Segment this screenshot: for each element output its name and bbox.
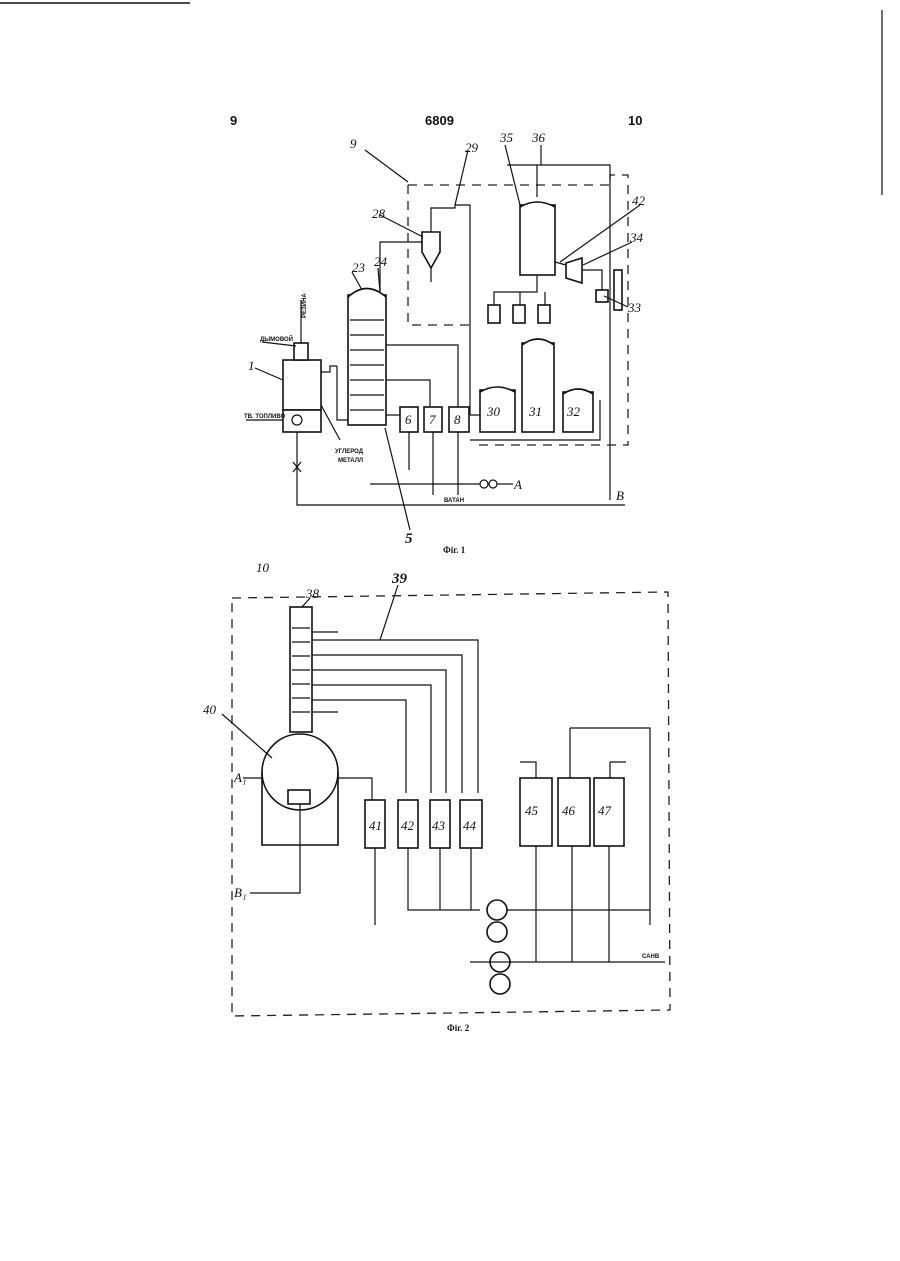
- note-air: ДЫМОВОЙ: [260, 335, 293, 343]
- tank-30-top: [480, 387, 515, 392]
- pump-icon: [487, 922, 507, 942]
- figure-2-caption: Фіг. 2: [447, 1023, 469, 1033]
- figure-2: 10 38 39 40 41 42 43 44 45 46 47 A₁ B₁ С…: [203, 560, 670, 1016]
- label-43: 43: [432, 818, 446, 833]
- pump-icon: [489, 480, 497, 488]
- return-line-b: [297, 432, 625, 505]
- label-10: 10: [256, 560, 270, 575]
- label-32: 32: [566, 404, 581, 419]
- column-feed-line: [337, 366, 348, 420]
- bottoms-line: [338, 778, 372, 800]
- tank-drain-lines: [536, 846, 609, 962]
- note-water: ВАТАН: [444, 498, 464, 504]
- label-39: 39: [391, 571, 408, 587]
- inlet-b1-line: [250, 804, 300, 893]
- label-44: 44: [463, 818, 477, 833]
- tank-32-top: [563, 389, 593, 394]
- gas-bottle: [513, 305, 525, 323]
- label-9: 9: [350, 136, 357, 151]
- label-7: 7: [429, 412, 436, 427]
- label-6: 6: [405, 412, 412, 427]
- pump-icon: [490, 974, 510, 994]
- drum-35-top: [520, 202, 555, 207]
- label-23: 23: [352, 260, 366, 275]
- label-30: 30: [486, 404, 501, 419]
- label-1: 1: [248, 358, 255, 373]
- label-in-a1: A₁: [233, 770, 246, 785]
- separator-drains: [409, 432, 458, 470]
- pump-header-line: [507, 910, 650, 925]
- bottling-manifold: [494, 275, 545, 305]
- label-29: 29: [465, 140, 479, 155]
- label-46: 46: [562, 803, 576, 818]
- note-metal: МЕТАЛЛ: [338, 458, 363, 464]
- compressor-34: [566, 258, 582, 283]
- pump-icon: [487, 900, 507, 920]
- figure-1-caption: Фіг. 1: [443, 545, 465, 555]
- label-42: 42: [632, 193, 646, 208]
- label-out-a: A: [513, 477, 522, 492]
- label-5: 5: [405, 531, 413, 547]
- tank-31-top: [522, 339, 554, 345]
- label-35: 35: [499, 130, 514, 145]
- reactor-gas-line: [321, 366, 337, 372]
- label-8: 8: [454, 412, 461, 427]
- note-fuel: ТВ. ТОПЛИВО: [244, 414, 286, 420]
- burner-box: [288, 790, 310, 804]
- label-34: 34: [629, 230, 644, 245]
- label-41: 41: [369, 818, 382, 833]
- cyclone-28: [422, 232, 440, 268]
- label-36: 36: [531, 130, 546, 145]
- label-33: 33: [627, 300, 642, 315]
- gas-bottle: [488, 305, 500, 323]
- label-38: 38: [305, 586, 320, 601]
- note-carbon: УГЛЕРОД: [335, 449, 364, 455]
- drum-35: [520, 205, 555, 275]
- label-out: САНВ: [642, 954, 660, 960]
- figure-1: 9 29 35 36 28 24 23 42 34 33 1 6 7 8 30 …: [244, 130, 646, 547]
- label-in-b1: B₁: [234, 885, 246, 900]
- pump-icon: [480, 480, 488, 488]
- gas-bottle: [538, 305, 550, 323]
- feed-hopper: [294, 343, 308, 360]
- column-side-draws: [386, 345, 458, 415]
- leader-lines: [255, 145, 640, 530]
- label-24: 24: [374, 254, 388, 269]
- label-out-b: B: [616, 488, 624, 503]
- label-31: 31: [528, 404, 542, 419]
- reactor-1: [283, 360, 321, 410]
- note-rubber: РЕЗИНА: [302, 293, 308, 318]
- label-42: 42: [401, 818, 415, 833]
- unit-33: [596, 290, 608, 302]
- label-28: 28: [372, 206, 386, 221]
- vessel-drain-lines: [375, 848, 480, 925]
- label-45: 45: [525, 803, 539, 818]
- column-23: [348, 295, 386, 425]
- collector-line-a: [370, 470, 480, 495]
- label-40: 40: [203, 702, 217, 717]
- label-47: 47: [598, 803, 612, 818]
